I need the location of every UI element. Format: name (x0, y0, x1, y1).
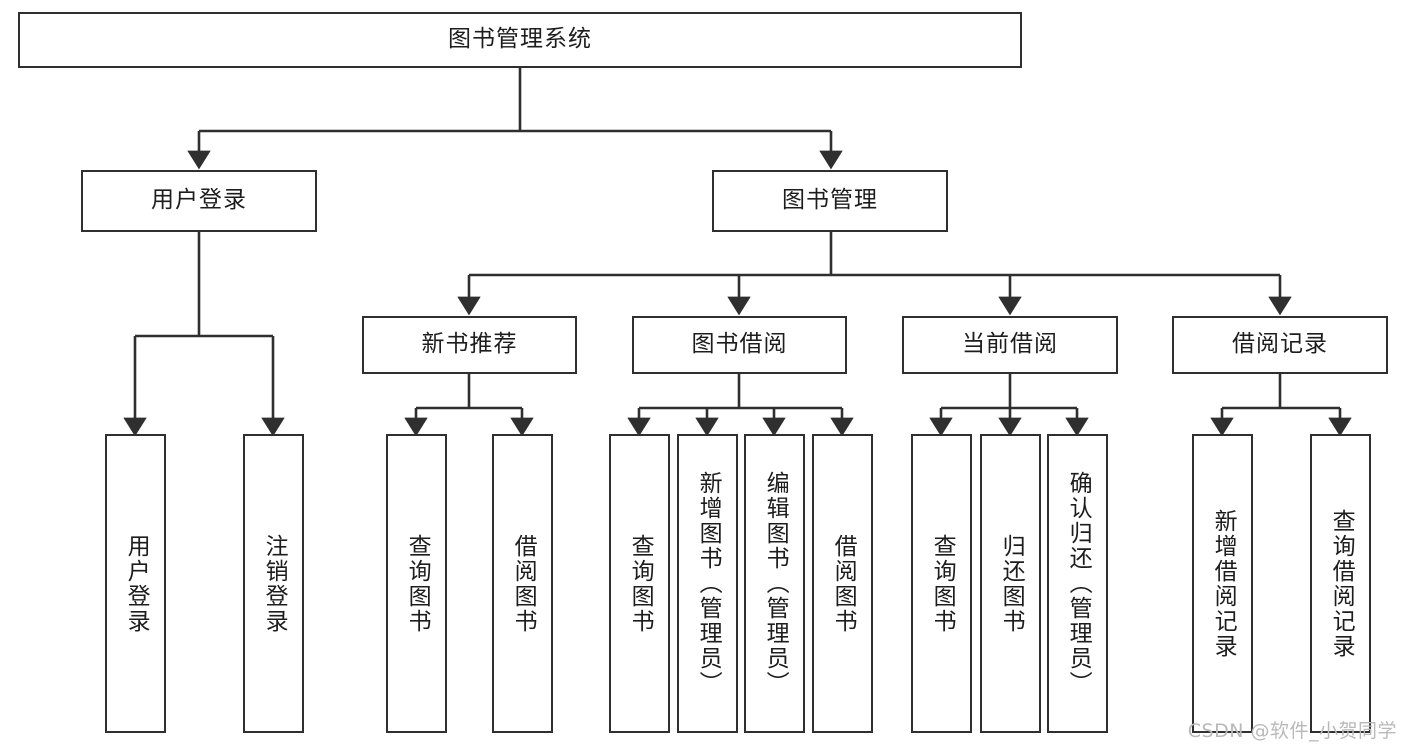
node-borrow-record-label: 借阅记录 (1232, 331, 1328, 358)
node-leaf-query-book-3-label: 查询图书 (929, 533, 956, 634)
node-leaf-borrow-book-1-label: 借阅图书 (510, 533, 537, 634)
watermark: CSDN @软件_小贺同学 (1187, 720, 1397, 742)
node-leaf-user-login[interactable]: 用户登录 (105, 434, 166, 733)
node-leaf-query-record[interactable]: 查询借阅记录 (1310, 434, 1371, 733)
node-book-borrow[interactable]: 图书借阅 (632, 316, 847, 374)
node-leaf-edit-book[interactable]: 编辑图书（管理员） (744, 434, 805, 733)
node-leaf-borrow-book-1[interactable]: 借阅图书 (492, 434, 553, 733)
node-new-book-recommend-label: 新书推荐 (421, 331, 518, 358)
node-user-login[interactable]: 用户登录 (81, 170, 317, 232)
node-leaf-query-book-2-label: 查询图书 (627, 533, 654, 634)
node-leaf-user-logout-label: 注销登录 (261, 533, 288, 634)
node-root-label: 图书管理系统 (448, 26, 592, 53)
node-user-login-label: 用户登录 (151, 187, 247, 214)
node-leaf-user-login-label: 用户登录 (123, 533, 150, 634)
node-leaf-confirm-return[interactable]: 确认归还（管理员） (1047, 434, 1108, 733)
node-leaf-query-record-label: 查询借阅记录 (1328, 508, 1355, 659)
node-leaf-query-book-1-label: 查询图书 (404, 533, 431, 634)
node-leaf-borrow-book-2[interactable]: 借阅图书 (812, 434, 873, 733)
node-book-borrow-label: 图书借阅 (691, 331, 788, 358)
node-leaf-query-book-2[interactable]: 查询图书 (609, 434, 670, 733)
node-current-borrow-label: 当前借阅 (962, 331, 1058, 358)
node-leaf-query-book-3[interactable]: 查询图书 (911, 434, 972, 733)
node-leaf-confirm-return-label: 确认归还（管理员） (1065, 471, 1092, 696)
node-current-borrow[interactable]: 当前借阅 (902, 316, 1118, 374)
node-leaf-return-book-label: 归还图书 (998, 533, 1025, 634)
node-leaf-query-book-1[interactable]: 查询图书 (386, 434, 447, 733)
node-leaf-add-record-label: 新增借阅记录 (1210, 508, 1237, 659)
node-leaf-add-book-label: 新增图书（管理员） (695, 471, 722, 696)
node-new-book-recommend[interactable]: 新书推荐 (362, 316, 577, 374)
node-book-manage-label: 图书管理 (782, 187, 878, 214)
node-leaf-add-record[interactable]: 新增借阅记录 (1192, 434, 1253, 733)
node-leaf-add-book[interactable]: 新增图书（管理员） (677, 434, 738, 733)
node-leaf-edit-book-label: 编辑图书（管理员） (762, 471, 789, 696)
node-root[interactable]: 图书管理系统 (18, 12, 1022, 68)
node-leaf-user-logout[interactable]: 注销登录 (243, 434, 304, 733)
node-book-manage[interactable]: 图书管理 (712, 170, 948, 232)
node-leaf-borrow-book-2-label: 借阅图书 (830, 533, 857, 634)
node-borrow-record[interactable]: 借阅记录 (1172, 316, 1388, 374)
node-leaf-return-book[interactable]: 归还图书 (980, 434, 1041, 733)
